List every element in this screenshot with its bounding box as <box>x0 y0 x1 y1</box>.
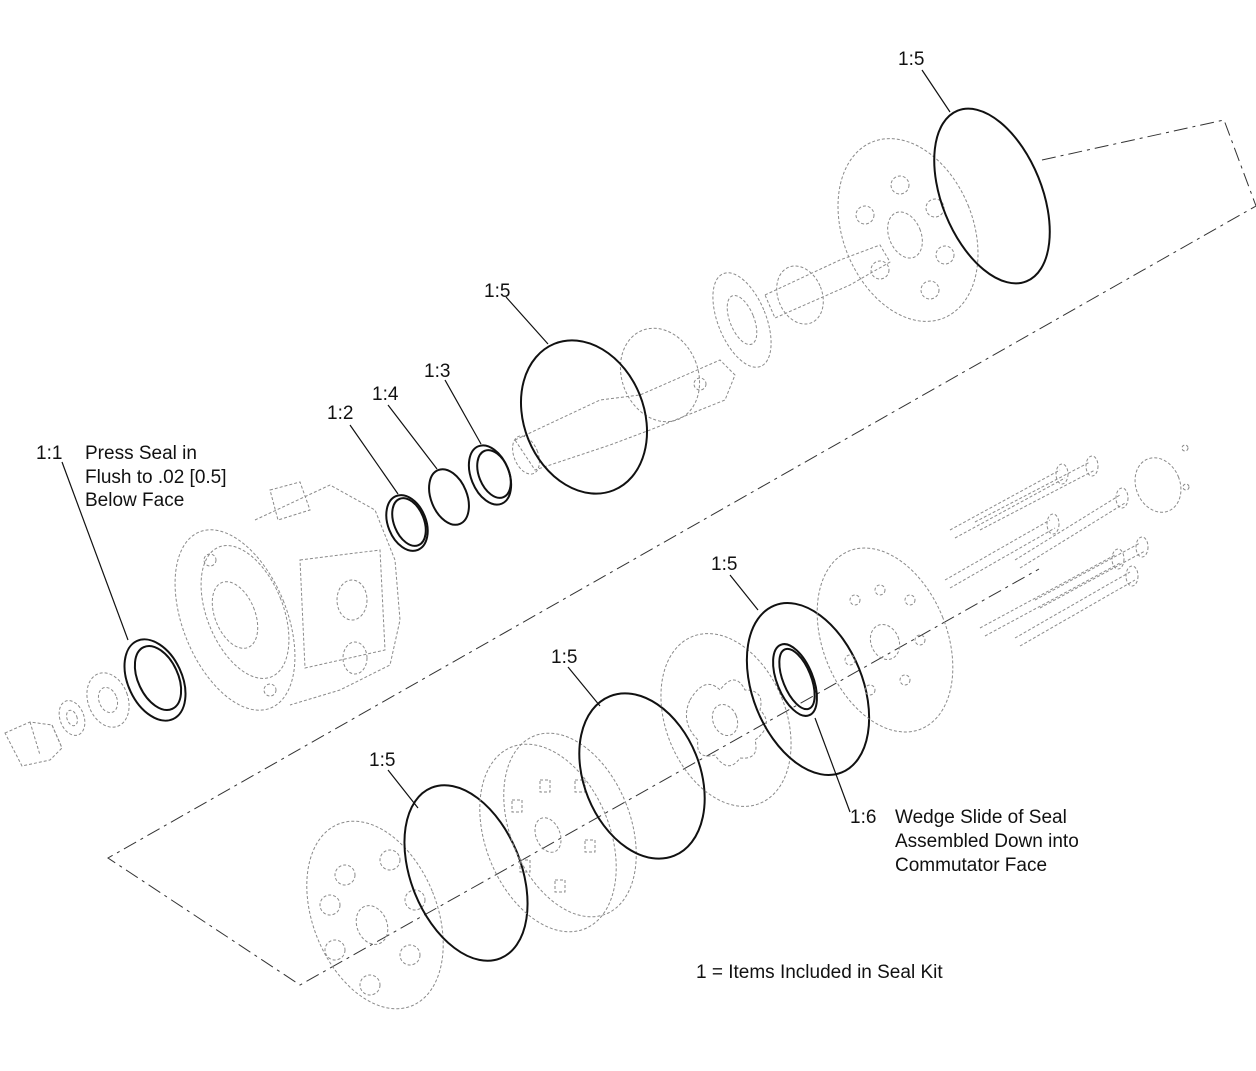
thrust-bearing-part <box>712 272 772 368</box>
press-seal-note-line-2: Flush to .02 [0.5] <box>85 467 227 488</box>
seal-1-5-top <box>933 107 1051 285</box>
callout-1-3: 1:3 <box>424 361 450 382</box>
assembly-centerline <box>107 119 1256 986</box>
seal-1-5-center <box>578 692 706 860</box>
valve-plate-part <box>816 547 954 733</box>
seal-1-5-right <box>745 602 871 776</box>
seal-1-6 <box>772 643 818 717</box>
wedge-slide-note-line-3: Commutator Face <box>895 855 1047 876</box>
seal-1-1 <box>123 638 187 722</box>
wear-plate-part <box>837 138 979 322</box>
leader-lines <box>61 69 951 813</box>
seal-kit-legend: 1 = Items Included in Seal Kit <box>696 962 943 983</box>
callout-1-5-shaft: 1:5 <box>484 281 510 302</box>
seal-1-3 <box>467 444 513 506</box>
callout-1-5-right: 1:5 <box>711 554 737 575</box>
seal-1-2 <box>385 494 429 552</box>
bolt-head-part <box>4 721 63 767</box>
callout-1-1: 1:1 <box>36 443 62 464</box>
seal-1-5-shaft <box>519 339 649 495</box>
output-shaft-part <box>512 327 736 475</box>
gerotor-part <box>660 633 792 807</box>
callout-1-5-top: 1:5 <box>898 49 924 70</box>
cap-bolts-part <box>944 455 1149 647</box>
wedge-slide-note-line-2: Assembled Down into <box>895 831 1079 852</box>
seal-1-5-bottom <box>403 784 529 962</box>
callout-1-5-center: 1:5 <box>551 647 577 668</box>
end-cap-part <box>306 820 444 1010</box>
press-seal-note-line-1: Press Seal in <box>85 443 197 464</box>
washer-part <box>58 700 86 736</box>
cover-plate-part <box>1134 444 1190 513</box>
wedge-slide-note: Wedge Slide of Seal Assembled Down into … <box>895 807 1079 876</box>
callout-1-4: 1:4 <box>372 384 399 405</box>
callout-1-6: 1:6 <box>850 807 876 828</box>
callout-labels: 1:1 1:2 1:4 1:3 1:5 1:5 1:5 1:5 1:5 1:6 <box>36 49 924 828</box>
press-seal-note: Press Seal in Flush to .02 [0.5] Below F… <box>85 443 227 511</box>
callout-1-5-bottom: 1:5 <box>369 750 395 771</box>
drive-shaft-part <box>764 244 891 325</box>
dust-seal-part <box>86 672 130 728</box>
callout-1-2: 1:2 <box>327 403 353 424</box>
motor-housing-part <box>174 481 401 711</box>
press-seal-note-line-3: Below Face <box>85 490 184 511</box>
seal-1-4 <box>428 468 470 526</box>
commutator-part <box>479 732 637 933</box>
wedge-slide-note-line-1: Wedge Slide of Seal <box>895 807 1067 828</box>
